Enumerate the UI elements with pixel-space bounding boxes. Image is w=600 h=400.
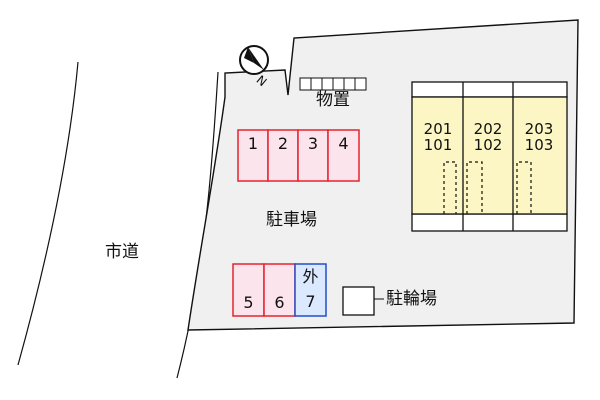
road-edge-left — [17, 61, 79, 366]
unit-102: 102 — [473, 136, 503, 154]
storage-label: 物置 — [316, 90, 350, 110]
parking-slot-6 — [263, 263, 296, 317]
parking-slot-outside-7 — [294, 263, 327, 317]
apartment-building — [411, 81, 568, 232]
bicycle-parking-label: 駐輪場 — [386, 289, 437, 309]
parking-row-top — [237, 129, 360, 182]
unit-103: 103 — [524, 136, 554, 154]
unit-203: 203 — [524, 120, 554, 138]
slot-number-2: 2 — [277, 134, 289, 153]
unit-202: 202 — [473, 120, 503, 138]
parking-row-bottom — [232, 263, 327, 317]
parking-slot-4 — [327, 129, 360, 182]
storage-shed — [299, 77, 367, 91]
bicycle-parking-box — [342, 286, 375, 316]
slot-number-6: 6 — [274, 293, 285, 312]
outside-slot-number: 7 — [305, 292, 316, 311]
parking-slot-5 — [232, 263, 265, 317]
parking-label: 駐車場 — [266, 210, 317, 230]
slot-number-4: 4 — [338, 134, 349, 153]
outside-slot-top: 外 — [302, 267, 319, 286]
unit-201: 201 — [423, 120, 453, 138]
slot-number-3: 3 — [307, 134, 319, 153]
north-arrow-icon — [239, 45, 269, 75]
unit-101: 101 — [423, 136, 453, 154]
slot-number-5: 5 — [243, 293, 254, 312]
city-road-label: 市道 — [105, 242, 139, 262]
slot-number-1: 1 — [247, 134, 259, 153]
